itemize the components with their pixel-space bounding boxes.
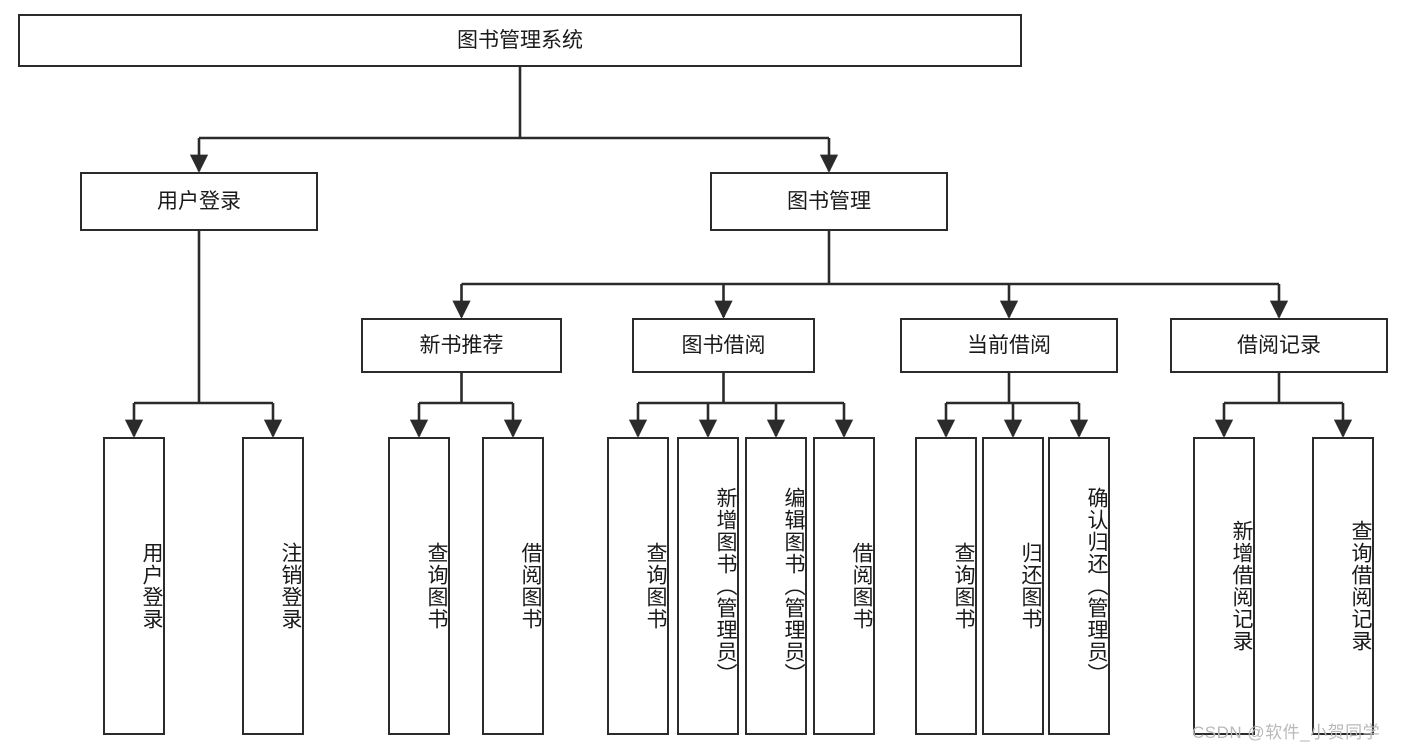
node-user-login[interactable]: 用户登录 (80, 172, 318, 231)
leaf-query-book-2[interactable]: 查询图书 (607, 437, 669, 735)
node-book-manage-label: 图书管理 (787, 189, 871, 213)
node-new-book-recommend[interactable]: 新书推荐 (361, 318, 562, 373)
leaf-confirm-return[interactable]: 确认归还（管理员） (1048, 437, 1110, 735)
leaf-user-logout[interactable]: 注销登录 (242, 437, 304, 735)
node-borrow-record[interactable]: 借阅记录 (1170, 318, 1388, 373)
leaf-user-logout-label: 注销登录 (279, 542, 302, 630)
node-book-manage[interactable]: 图书管理 (710, 172, 948, 231)
leaf-borrow-book-2-label: 借阅图书 (850, 542, 873, 630)
leaf-query-book-3[interactable]: 查询图书 (915, 437, 977, 735)
leaf-return-book[interactable]: 归还图书 (982, 437, 1044, 735)
leaf-borrow-book-1[interactable]: 借阅图书 (482, 437, 544, 735)
leaf-query-book-1[interactable]: 查询图书 (388, 437, 450, 735)
leaf-add-book[interactable]: 新增图书（管理员） (677, 437, 739, 735)
leaf-add-record[interactable]: 新增借阅记录 (1193, 437, 1255, 735)
leaf-return-book-label: 归还图书 (1019, 542, 1042, 630)
node-current-borrow[interactable]: 当前借阅 (900, 318, 1118, 373)
node-book-borrow[interactable]: 图书借阅 (632, 318, 815, 373)
csdn-watermark: CSDN @软件_小贺同学 (1192, 723, 1381, 742)
leaf-edit-book[interactable]: 编辑图书（管理员） (745, 437, 807, 735)
leaf-query-record-label: 查询借阅记录 (1349, 520, 1372, 652)
node-current-borrow-label: 当前借阅 (967, 333, 1051, 357)
leaf-query-record[interactable]: 查询借阅记录 (1312, 437, 1374, 735)
leaf-borrow-book-1-label: 借阅图书 (519, 542, 542, 630)
node-borrow-record-label: 借阅记录 (1237, 333, 1321, 357)
node-root[interactable]: 图书管理系统 (18, 14, 1022, 67)
node-book-borrow-label: 图书借阅 (681, 333, 766, 357)
leaf-confirm-return-label: 确认归还（管理员） (1085, 487, 1108, 685)
leaf-user-login[interactable]: 用户登录 (103, 437, 165, 735)
node-root-label: 图书管理系统 (457, 28, 583, 52)
leaf-user-login-label: 用户登录 (140, 542, 163, 630)
leaf-query-book-2-label: 查询图书 (644, 542, 667, 630)
leaf-add-record-label: 新增借阅记录 (1230, 520, 1253, 652)
leaf-add-book-label: 新增图书（管理员） (714, 487, 737, 685)
leaf-borrow-book-2[interactable]: 借阅图书 (813, 437, 875, 735)
leaf-edit-book-label: 编辑图书（管理员） (782, 487, 805, 685)
node-user-login-label: 用户登录 (157, 189, 241, 213)
leaf-query-book-3-label: 查询图书 (952, 542, 975, 630)
node-new-book-recommend-label: 新书推荐 (419, 333, 504, 357)
leaf-query-book-1-label: 查询图书 (425, 542, 448, 630)
connector-paths (124, 67, 1353, 438)
